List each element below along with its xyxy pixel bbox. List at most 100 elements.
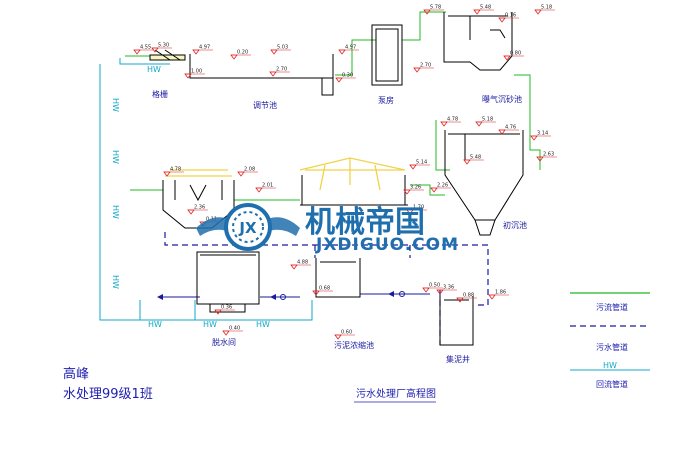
elevation-value: 4.78	[170, 167, 181, 173]
elevation-value: 0.30	[342, 73, 353, 79]
return-pipes	[99, 58, 313, 321]
hw-label: HW	[111, 98, 120, 112]
elevation-value: 0.50	[429, 283, 440, 289]
elevation-value: 5.18	[541, 5, 552, 11]
elevation-value: 4.78	[447, 117, 458, 123]
hw-label: HW	[111, 275, 120, 289]
diagram-title: 污水处理厂高程图	[356, 387, 436, 400]
elevation-value: 4.88	[297, 260, 308, 266]
unit-label: 曝气沉砂池	[482, 94, 522, 104]
roof	[299, 157, 406, 191]
unit-label: 集泥井	[446, 354, 470, 364]
aerated-grit-chamber	[443, 12, 513, 71]
hw-label: HW	[256, 320, 270, 329]
legend-sludge: 污水管道	[596, 342, 628, 352]
hw-label: HW	[147, 65, 161, 74]
elevation-value: 4.97	[199, 45, 210, 51]
elevation-value: 4.97	[345, 45, 356, 51]
elevation-marker-icon	[338, 49, 346, 55]
elevation-value: 1.70	[413, 205, 424, 211]
unit-label: 初沉池	[503, 220, 527, 230]
legend-return: 回流管道	[596, 379, 628, 389]
unit-label: 泵房	[378, 95, 394, 105]
elevation-value: 3.26	[410, 185, 421, 191]
legend: 污流管道 污水管道 HW 回流管道	[570, 302, 650, 389]
elevation-value: 0.20	[237, 50, 248, 56]
dewatering-room	[196, 251, 260, 313]
elevation-marker-icon	[488, 294, 496, 300]
author-class: 水处理99级1班	[63, 387, 153, 402]
primary-clarifier	[444, 130, 524, 236]
watermark: JX 机械帝国 JXDIGUO.COM	[196, 203, 459, 255]
elevation-value: 1.86	[495, 290, 506, 296]
watermark-en: JXDIGUO.COM	[315, 235, 459, 255]
elevation-value: 0.40	[229, 326, 240, 332]
hw-labels: HW HW HW HW HW HW HW HW	[111, 65, 270, 329]
watermark-cn: 机械帝国	[305, 205, 425, 240]
elevation-value: 3.14	[537, 131, 548, 137]
elevation-value: 0.60	[341, 330, 352, 336]
elevation-value: 0.16	[505, 13, 516, 19]
hw-label: HW	[203, 320, 217, 329]
unit-label: 格栅	[152, 89, 168, 99]
unit-label: 调节池	[253, 100, 277, 110]
elevation-value: 2.36	[194, 205, 205, 211]
hw-label: HW	[148, 320, 162, 329]
elevation-value: 2.63	[543, 152, 554, 158]
elevation-marker-icon	[133, 49, 141, 55]
elevation-value: 5.14	[416, 160, 427, 166]
elevation-value: 5.03	[277, 45, 288, 51]
elevation-value: 5.48	[470, 155, 481, 161]
elevation-value: 5.78	[430, 5, 441, 11]
elevation-marker-icon	[530, 135, 538, 141]
elevation-value: 3.36	[443, 285, 454, 291]
roof	[165, 169, 232, 177]
elevation-marker-icon	[290, 264, 298, 270]
elevation-value: 2.70	[276, 67, 287, 73]
elevation-marker-icon	[335, 77, 343, 83]
elevation-value: 0.80	[510, 51, 521, 57]
sludge-thickener	[315, 258, 361, 298]
grille	[149, 49, 186, 61]
elevation-value: 1.00	[191, 69, 202, 75]
watermark-logo: JX	[238, 219, 257, 237]
elevation-marker-icon	[463, 159, 471, 165]
legend-sewage: 污流管道	[596, 302, 628, 312]
elevation-value: 0.68	[319, 286, 330, 292]
elevation-marker-icon	[270, 49, 278, 55]
regulating-tank	[189, 54, 334, 96]
elevation-marker-icon	[413, 67, 421, 73]
legend-hw: HW	[603, 361, 617, 370]
elevation-value: 2.26	[437, 183, 448, 189]
elevation-marker-icon	[498, 17, 506, 23]
elevation-marker-icon	[440, 121, 448, 127]
elevation-marker-icon	[192, 49, 200, 55]
elevation-marker-icon	[498, 129, 506, 135]
elevation-value: 4.55	[140, 45, 151, 51]
gear-icon	[224, 203, 272, 251]
elevation-value: 5.48	[480, 5, 491, 11]
elevation-value: 2.01	[262, 183, 273, 189]
elevation-value: 5.18	[482, 117, 493, 123]
elevation-value: 2.70	[420, 63, 431, 69]
unit-label: 脱水间	[212, 337, 236, 347]
central-tank	[300, 175, 408, 206]
elevation-value: 5.30	[158, 43, 169, 49]
elevation-marker-icon	[475, 121, 483, 127]
elevation-value: 0.36	[221, 305, 232, 311]
hw-label: HW	[111, 150, 120, 164]
elevation-marker-icon	[230, 54, 238, 60]
elevation-marker-icon	[334, 334, 342, 340]
elevation-marker-icon	[237, 171, 245, 177]
unit-label: 污泥浓缩池	[334, 340, 374, 350]
elevation-marker-icon	[255, 187, 263, 193]
elevation-value: 2.08	[244, 167, 255, 173]
elevation-marker-icon	[187, 209, 195, 215]
hw-label: HW	[111, 205, 120, 219]
elevation-marker-icon	[473, 9, 481, 15]
sludge-well	[439, 296, 474, 346]
elevation-value: 4.76	[505, 125, 516, 131]
elevation-marker-icon	[409, 164, 417, 170]
elevation-marker-icon	[534, 9, 542, 15]
